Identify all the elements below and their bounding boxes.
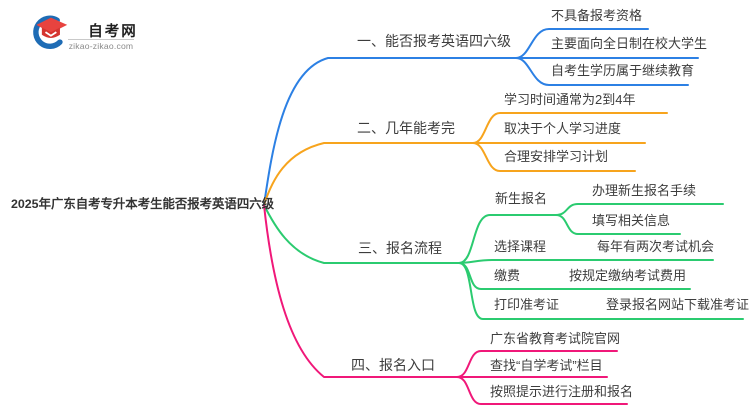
branch-3-sub-2: 选择课程 <box>494 239 547 254</box>
branch-1-child-1: 不具备报考资格 <box>551 8 643 23</box>
branch-4-child-2: 查找“自学考试”栏目 <box>490 358 603 373</box>
branch-4-child-3: 按照提示进行注册和报名 <box>490 384 634 399</box>
central-topic: 2025年广东自考专升本考生能否报考英语四六级 <box>11 197 274 211</box>
branch-2-child-3: 合理安排学习计划 <box>504 149 609 164</box>
branch-1-label: 一、能否报考英语四六级 <box>357 33 511 49</box>
branch-1-child-2: 主要面向全日制在校大学生 <box>551 36 708 51</box>
branch-4-lines <box>263 204 628 405</box>
branch-1-lines <box>263 28 699 206</box>
branch-3-sub-1-child-1: 办理新生报名手续 <box>592 183 697 198</box>
branch-3-sub-3-child-1: 按规定缴纳考试费用 <box>569 268 687 283</box>
branch-3-sub-1-child-2: 填写相关信息 <box>592 213 671 228</box>
branch-3-sub-3: 缴费 <box>494 268 521 283</box>
branch-3-sub-4-child-1: 登录报名网站下载准考证 <box>606 297 750 312</box>
branch-3-sub-1: 新生报名 <box>495 191 548 206</box>
logo-domain: zikao-zikao.com <box>68 41 134 51</box>
branch-2-label: 二、几年能考完 <box>357 120 455 136</box>
branch-2-child-2: 取决于个人学习进度 <box>504 121 622 136</box>
logo-title: 自考网 <box>88 24 138 40</box>
branch-3-sub-2-child-1: 每年有两次考试机会 <box>597 239 715 254</box>
site-logo[interactable]: 自考网 zikao-zikao.com <box>28 12 158 56</box>
branch-4-child-1: 广东省教育考试院官网 <box>490 331 621 346</box>
logo-divider <box>68 39 134 40</box>
graduation-cap-icon <box>33 15 68 49</box>
branch-2-child-1: 学习时间通常为2到4年 <box>504 92 636 107</box>
branch-4-label: 四、报名入口 <box>351 357 435 373</box>
branch-3-sub-4: 打印准考证 <box>494 297 560 312</box>
branch-3-label: 三、报名流程 <box>358 240 442 256</box>
branch-2-lines <box>263 112 668 206</box>
branch-3-lines <box>263 203 744 320</box>
branch-1-child-3: 自考生学历属于继续教育 <box>551 63 695 78</box>
